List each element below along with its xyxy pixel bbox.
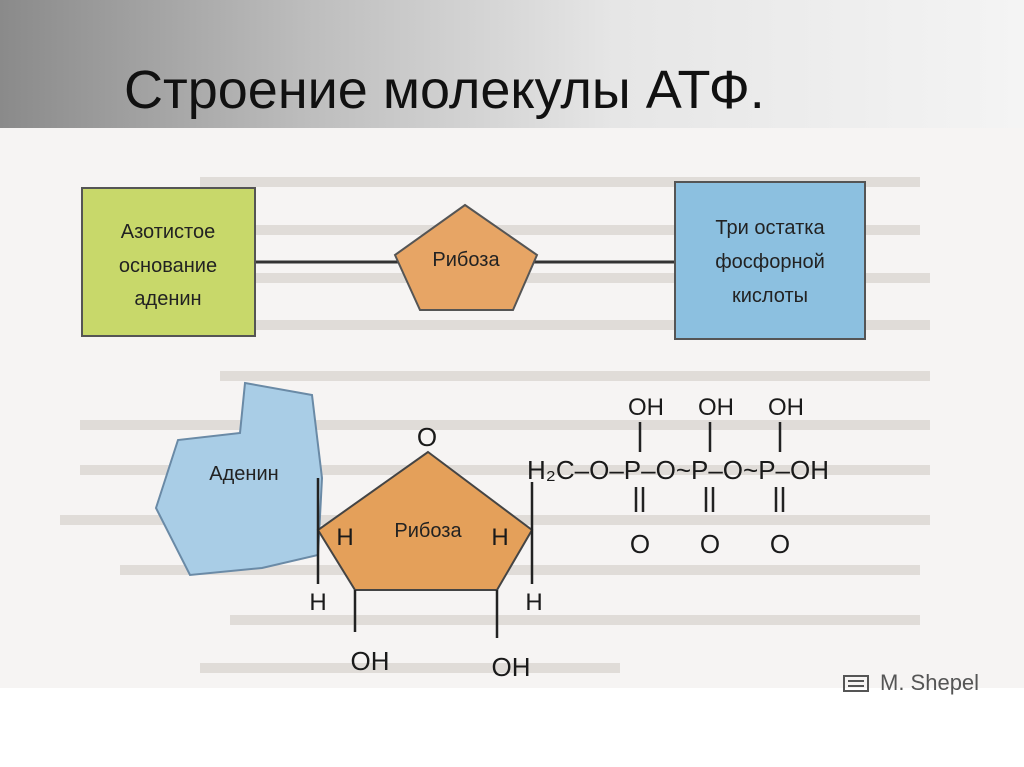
ribose-h-outer-left: H (309, 589, 326, 616)
phosphate-line-3: кислоты (732, 285, 808, 307)
ribose-ring-label: Рибоза (394, 520, 462, 542)
adenine-shape: Аденин (154, 381, 324, 577)
credit-text: M. Shepel (880, 670, 980, 695)
phosphate-o-1: O (630, 529, 650, 559)
phosphate-o-2: O (700, 529, 720, 559)
phosphate-oh-1: OH (628, 394, 664, 421)
nitrogen-base-line-3: аденин (134, 288, 201, 310)
ribose-bonds (316, 478, 534, 638)
ribose-oh-right: OH (492, 652, 531, 682)
phosphate-oh-2: OH (698, 394, 734, 421)
phosphate-single-bonds (638, 422, 782, 452)
ring-oxygen: O (417, 422, 437, 452)
ribose-top-label: Рибоза (432, 249, 500, 271)
page-title: Строение молекулы АТФ. (124, 60, 765, 120)
phosphate-line-2: фосфорной (715, 251, 825, 273)
nitrogen-base-box: Азотистое основание аденин (81, 187, 256, 337)
ribose-h-outer-right: H (525, 589, 542, 616)
ribose-oh-left: OH (351, 646, 390, 676)
ribose-h-inner-left: H (336, 524, 353, 551)
adenine-label: Аденин (209, 463, 278, 485)
title-band (0, 0, 1024, 128)
slide-bottom-area (0, 688, 1024, 767)
phosphate-oh-3: OH (768, 394, 804, 421)
phosphate-double-bonds (634, 487, 785, 512)
ribose-h-inner-right: H (491, 524, 508, 551)
phosphate-chain: H₂C–O–P–O~P–O~P–OH (527, 455, 829, 485)
phosphate-o-3: O (770, 529, 790, 559)
phosphate-box: Три остатка фосфорной кислоты (674, 181, 866, 340)
ribose-pentagon-top: Рибоза (393, 203, 539, 311)
ribose-ring: Рибоза O (316, 422, 534, 591)
nitrogen-base-line-1: Азотистое (121, 221, 215, 243)
phosphate-line-1: Три остатка (715, 217, 825, 239)
book-icon (843, 675, 869, 692)
nitrogen-base-line-2: основание (119, 255, 217, 277)
